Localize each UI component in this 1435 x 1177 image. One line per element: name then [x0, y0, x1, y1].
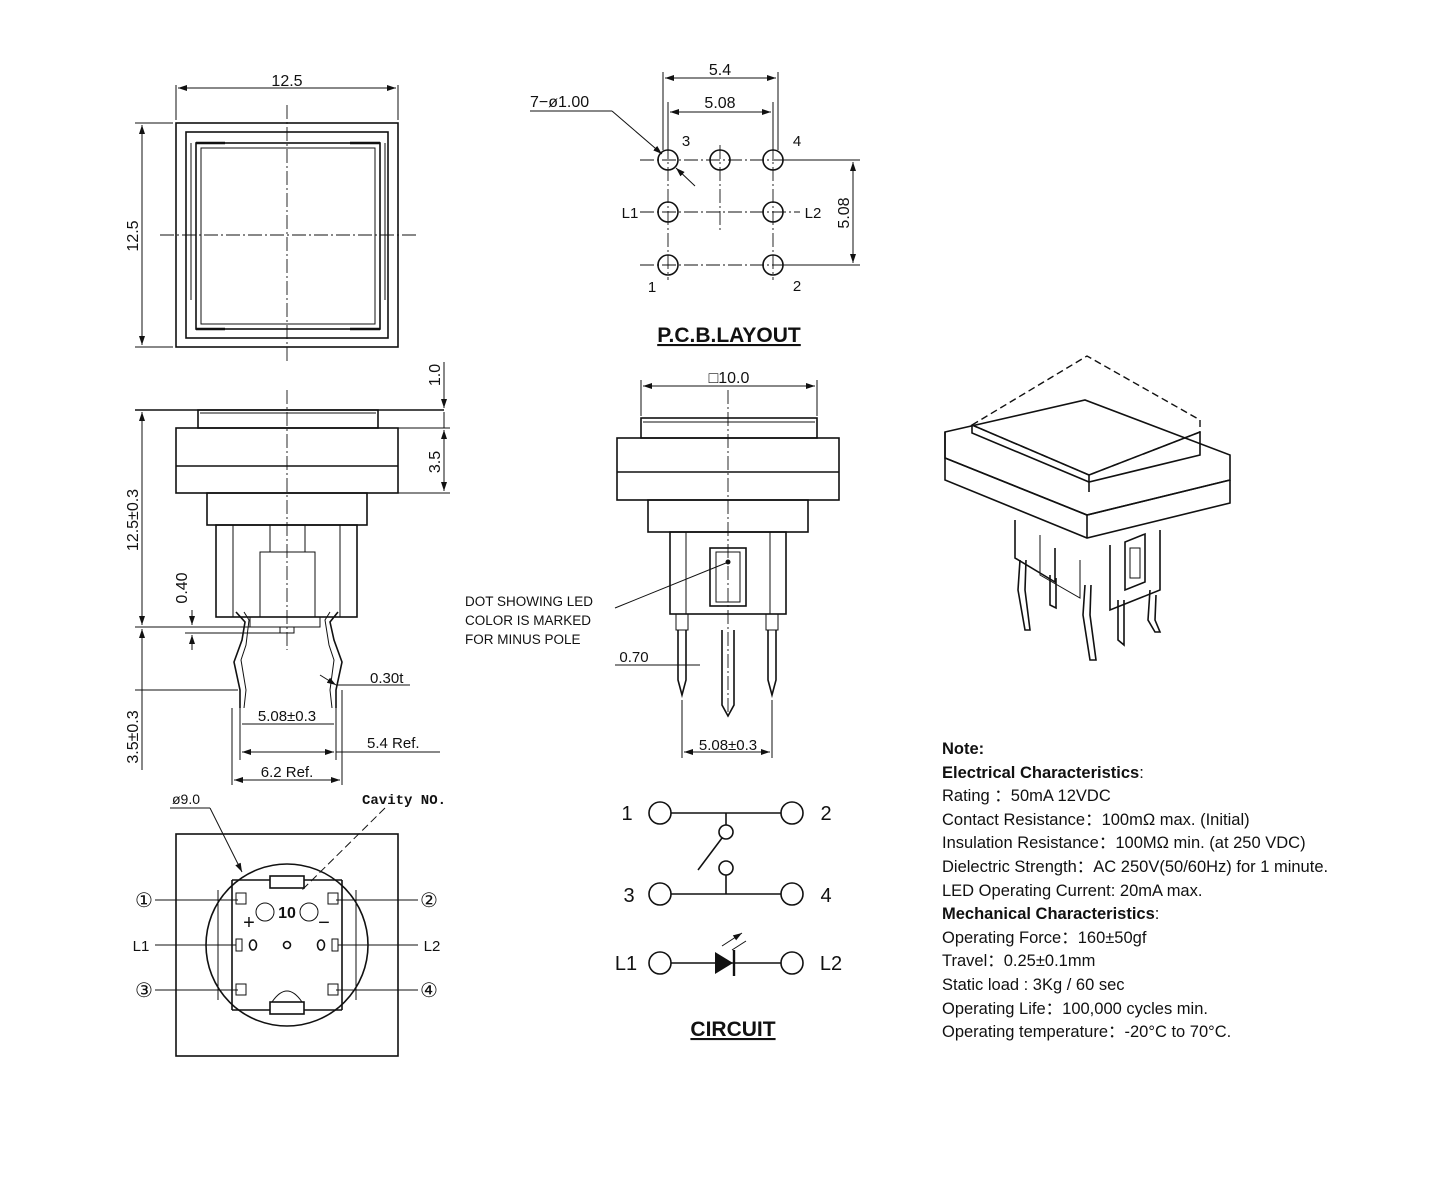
notes-panel: Note: Electrical Characteristics: Rating…	[942, 738, 1412, 1045]
side-pitch-dim: 5.08±0.3	[258, 708, 316, 725]
note-insulation-resistance: Insulation Resistance：100MΩ min. (at 250…	[942, 834, 1306, 853]
front-view: □10.0 DOT SHOWING LED COLOR IS MARKED FO…	[465, 370, 840, 758]
front-pitch-dim: 5.08±0.3	[699, 737, 757, 754]
pcb-layout: 3 4 1 2 L1 L2 5.4 5.08 5.08 7−ø1.00 P.C.…	[530, 62, 860, 347]
cavity-label: Cavity NO.	[362, 793, 446, 809]
pcb-vertical-dim: 5.08	[836, 197, 853, 228]
isometric-view	[944, 355, 1231, 661]
bottom-view: 10 + − ① L1 ③ ② L2 ④ ø9.0 Cavity NO.	[133, 791, 446, 1057]
cavity-number: 10	[278, 905, 296, 922]
note-led-current: LED Operating Current: 20mA max.	[942, 881, 1203, 900]
dot-note-line1: DOT SHOWING LED	[465, 594, 593, 609]
pcb-inner-dim: 5.08	[704, 95, 735, 112]
note-operating-temperature: Operating temperature：-20°C to 70°C.	[942, 1023, 1232, 1042]
dot-note-line3: FOR MINUS POLE	[465, 632, 581, 647]
circuit-node-2: 2	[820, 803, 831, 825]
pcb-pinL2: L2	[805, 205, 822, 222]
note-travel: Travel：0.25±0.1mm	[942, 952, 1096, 971]
mechanical-heading-row: Mechanical Characteristics:	[942, 903, 1412, 927]
note-rating: Rating ：50mA 12VDC	[942, 787, 1111, 806]
minus-mark: −	[318, 912, 330, 934]
pinL2-label: L2	[424, 938, 441, 955]
pin3-label: ③	[135, 980, 153, 1002]
side-cap-dim: 1.0	[427, 364, 444, 386]
circuit-node-4: 4	[820, 885, 831, 907]
pcb-pin2: 2	[793, 278, 801, 295]
pin1-label: ①	[135, 890, 153, 912]
pin4-label: ④	[420, 980, 438, 1002]
front-lead-dim: 0.70	[619, 649, 648, 666]
circuit-node-1: 1	[621, 803, 632, 825]
top-view: 12.5 12.5	[125, 73, 416, 362]
note-dielectric-strength: Dielectric Strength：AC 250V(50/60Hz) for…	[942, 857, 1329, 876]
electrical-heading-row: Electrical Characteristics:	[942, 762, 1412, 786]
note-contact-resistance: Contact Resistance：100mΩ max. (Initial)	[942, 810, 1250, 829]
circuit-node-L1: L1	[615, 953, 637, 975]
note-static-load: Static load : 3Kg / 60 sec	[942, 975, 1125, 994]
side-standoff-dim: 0.40	[174, 572, 191, 603]
side-height-dim: 12.5±0.3	[125, 489, 142, 551]
dot-note-line2: COLOR IS MARKED	[465, 613, 591, 628]
side-view: 1.0 3.5 12.5±0.3 0.40 3.5±0.3 0.30t 5.08…	[125, 362, 450, 785]
pcb-outer-dim: 5.4	[709, 62, 731, 79]
note-operating-life: Operating Life：100,000 cycles min.	[942, 999, 1208, 1018]
notes-heading: Note:	[942, 740, 985, 758]
pcb-holes-dim: 7−ø1.00	[530, 94, 589, 111]
pinL1-label: L1	[133, 938, 150, 955]
mechanical-heading: Mechanical Characteristics	[942, 905, 1155, 924]
electrical-heading: Electrical Characteristics	[942, 763, 1140, 782]
front-square-dim: □10.0	[709, 370, 750, 387]
pcb-pin1: 1	[648, 279, 656, 296]
circuit-diagram: 1 2 3 4 L1 L2 CIRCUIT	[615, 801, 842, 1041]
side-collar-dim: 3.5	[427, 451, 444, 473]
pcb-pinL1: L1	[622, 205, 639, 222]
pcb-pin3: 3	[682, 133, 690, 150]
top-width-dim: 12.5	[271, 73, 302, 90]
circuit-node-3: 3	[623, 885, 634, 907]
bottom-dia-dim: ø9.0	[172, 791, 200, 807]
plus-mark: +	[243, 912, 255, 934]
pcb-pin4: 4	[793, 133, 801, 150]
circuit-node-L2: L2	[820, 953, 842, 975]
side-ref1-dim: 5.4 Ref.	[367, 735, 420, 752]
pin2-label: ②	[420, 890, 438, 912]
circuit-title: CIRCUIT	[690, 1018, 775, 1041]
side-ref2-dim: 6.2 Ref.	[261, 764, 314, 781]
side-thickness-dim: 0.30t	[370, 670, 404, 687]
side-lead-dim: 3.5±0.3	[125, 710, 142, 763]
note-operating-force: Operating Force：160±50gf	[942, 928, 1147, 947]
top-height-dim: 12.5	[125, 220, 142, 251]
pcb-title: P.C.B.LAYOUT	[657, 324, 801, 347]
electrical-colon: :	[1139, 763, 1144, 782]
mechanical-colon: :	[1154, 905, 1160, 924]
